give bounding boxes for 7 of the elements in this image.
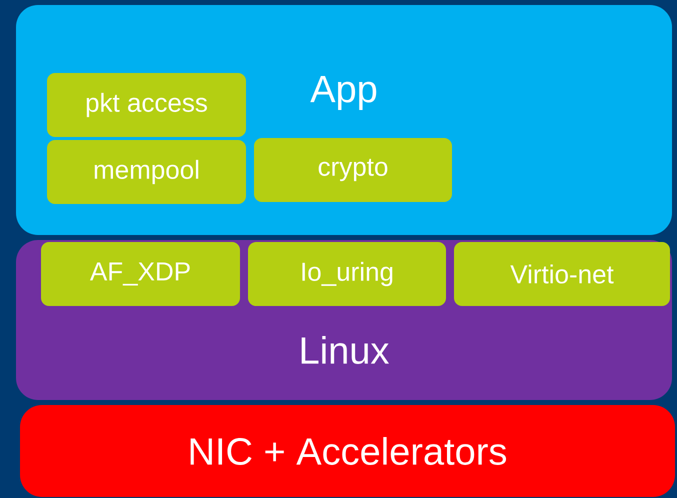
- module-box: mempool: [47, 140, 246, 204]
- interface-box: AF_XDP: [41, 242, 240, 306]
- hardware-layer-box: NIC + Accelerators: [20, 405, 675, 497]
- module-box: crypto: [254, 138, 452, 202]
- interface-box: Io_uring: [248, 242, 446, 306]
- interface-box: Virtio-net: [454, 242, 670, 306]
- module-box: pkt access: [47, 73, 246, 137]
